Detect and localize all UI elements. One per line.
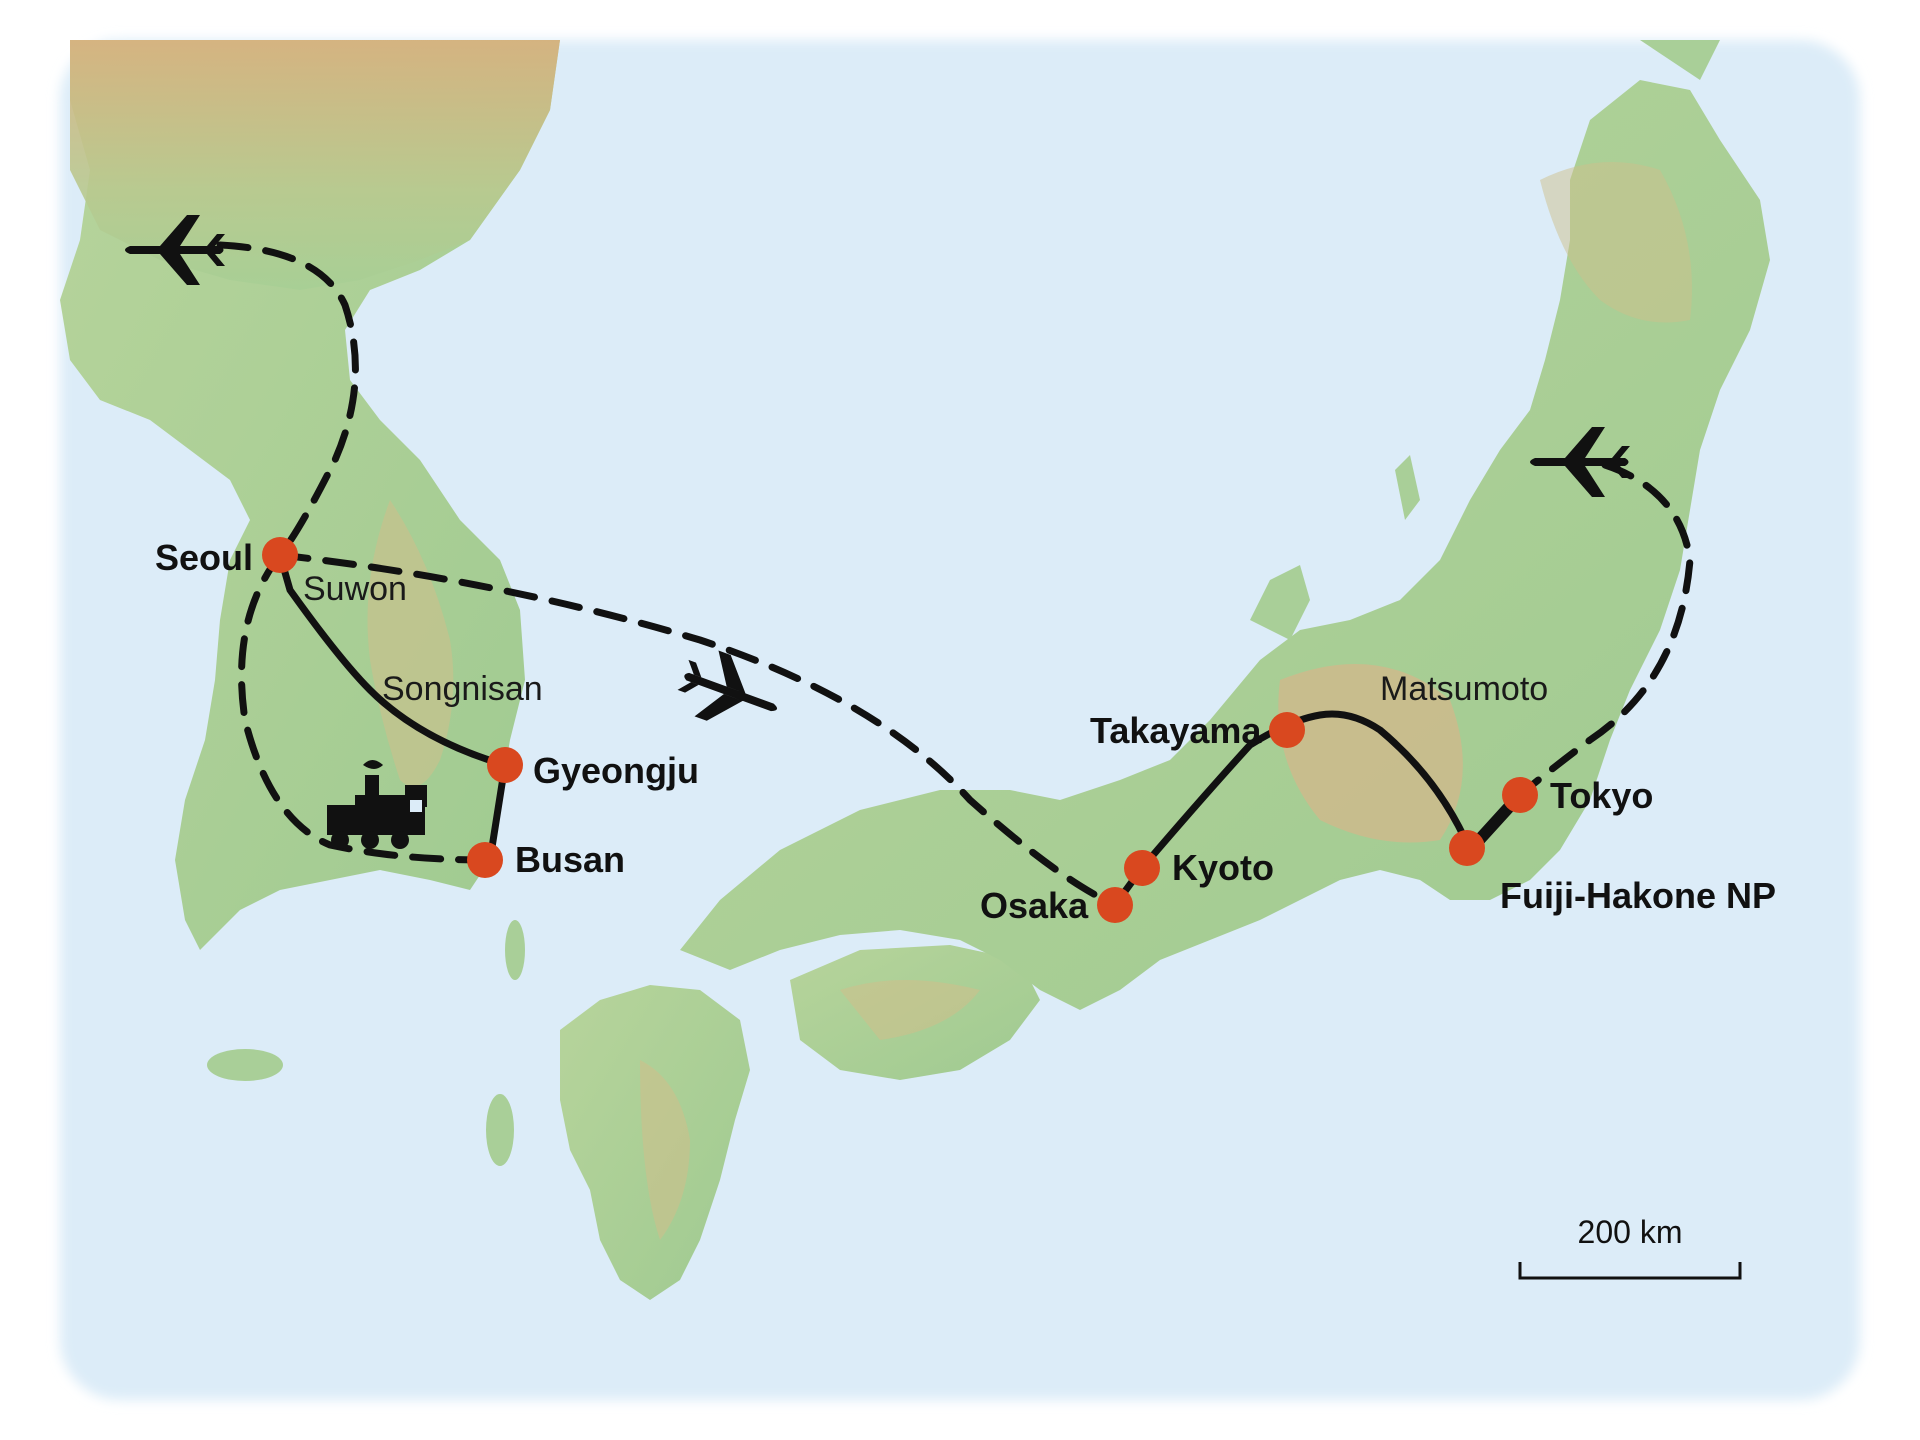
ground-route-japan <box>1111 710 1524 909</box>
scale-bar: 200 km <box>1518 1214 1742 1280</box>
city-marker-kyoto <box>1124 850 1160 886</box>
flight-in-korea <box>216 241 359 559</box>
place-label-suwon: Suwon <box>303 570 407 608</box>
ground-route-korea <box>276 551 509 864</box>
place-label-matsumoto: Matsumoto <box>1380 670 1548 708</box>
flight-tokyo-out <box>1516 461 1694 799</box>
city-label-fuji: Fuiji-Hakone NP <box>1500 875 1776 916</box>
city-marker-takayama <box>1269 712 1305 748</box>
airplane-icon <box>125 215 225 285</box>
train-icon <box>327 760 427 849</box>
routes <box>216 241 1694 909</box>
city-marker-seoul <box>262 537 298 573</box>
airplane-icon <box>677 650 778 721</box>
city-marker-gyeongju <box>487 747 523 783</box>
city-label-busan: Busan <box>515 839 625 880</box>
city-label-tokyo: Tokyo <box>1550 775 1653 816</box>
city-marker-fuji <box>1449 830 1485 866</box>
place-label-songnisan: Songnisan <box>382 670 543 708</box>
scale-bar-label: 200 km <box>1578 1214 1683 1250</box>
city-marker-osaka <box>1097 887 1133 923</box>
city-label-gyeongju: Gyeongju <box>533 750 699 791</box>
city-marker-busan <box>467 842 503 878</box>
city-label-kyoto: Kyoto <box>1172 847 1274 888</box>
sea <box>60 40 1860 1400</box>
flight-seoul-osaka <box>276 551 1119 909</box>
city-markers <box>262 537 1538 923</box>
train-loop-korea <box>238 551 489 864</box>
city-marker-tokyo <box>1502 777 1538 813</box>
hokkaido-edge <box>1640 40 1720 80</box>
city-label-osaka: Osaka <box>980 885 1089 926</box>
city-label-takayama: Takayama <box>1090 710 1262 751</box>
city-label-seoul: Seoul <box>155 537 253 578</box>
airplane-icon <box>1530 427 1630 497</box>
japan-landmass <box>560 80 1770 1300</box>
